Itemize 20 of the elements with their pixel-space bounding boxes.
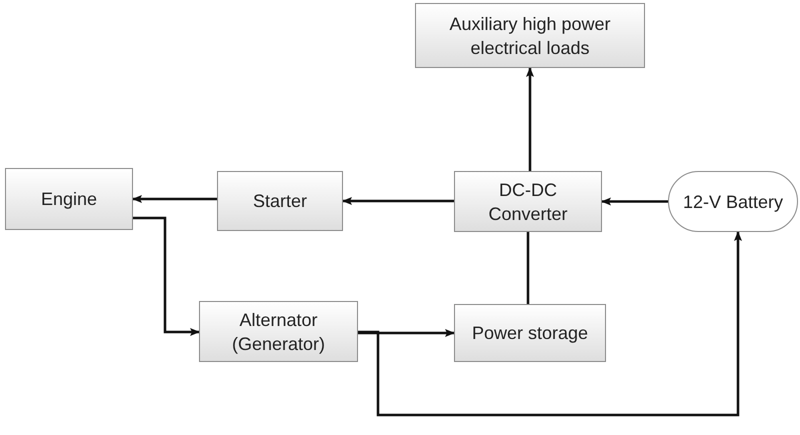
arrow bbox=[133, 216, 200, 336]
node-label: DC-DC Converter bbox=[487, 178, 569, 226]
process-box bbox=[454, 304, 606, 362]
node-label: Power storage bbox=[472, 322, 588, 345]
arrow bbox=[601, 198, 668, 206]
arrow bbox=[526, 67, 534, 171]
process-box bbox=[5, 168, 133, 230]
node-label: 12-V Battery bbox=[682, 190, 784, 214]
process-box bbox=[199, 301, 358, 362]
process-box bbox=[415, 3, 645, 68]
process-box bbox=[454, 171, 602, 232]
arrow bbox=[132, 195, 217, 203]
node-label: Starter bbox=[252, 190, 308, 213]
node-label: Engine bbox=[40, 188, 98, 211]
node-label: Alternator (Generator) bbox=[230, 308, 326, 356]
arrow bbox=[358, 329, 455, 337]
arrow bbox=[358, 231, 742, 416]
node-label: Auxiliary high power electrical loads bbox=[448, 12, 612, 60]
process-box bbox=[217, 171, 343, 231]
arrow bbox=[342, 197, 454, 205]
